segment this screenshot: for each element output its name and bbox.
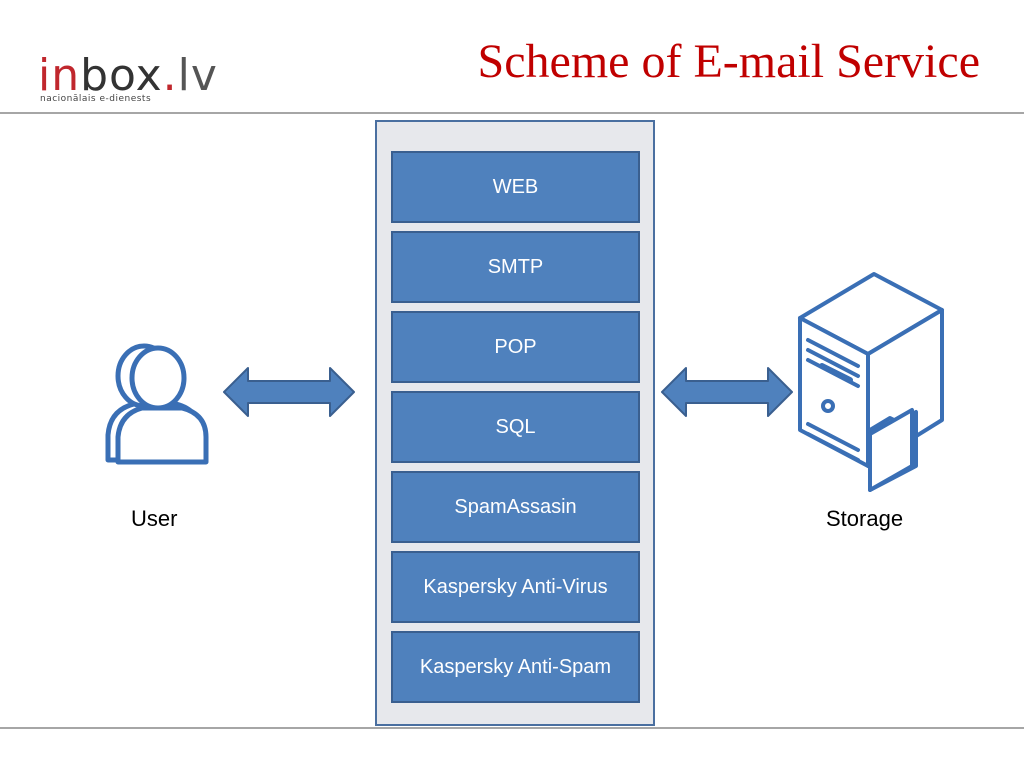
layer-web: WEB bbox=[391, 151, 640, 223]
double-arrow-icon bbox=[661, 367, 793, 417]
layer-kaspersky-anti-spam: Kaspersky Anti-Spam bbox=[391, 631, 640, 703]
layer-pop: POP bbox=[391, 311, 640, 383]
inbox-logo: inbox.lv nacionālais e-dienests bbox=[38, 50, 268, 110]
logo-wordmark: inbox.lv bbox=[38, 50, 218, 101]
double-arrow-icon bbox=[223, 367, 355, 417]
storage-label: Storage bbox=[826, 506, 904, 531]
footer-divider bbox=[0, 727, 1024, 729]
page-title: Scheme of E-mail Service bbox=[477, 35, 980, 88]
layer-sql: SQL bbox=[391, 391, 640, 463]
layer-spamassasin: SpamAssasin bbox=[391, 471, 640, 543]
layer-kaspersky-anti-virus: Kaspersky Anti-Virus bbox=[391, 551, 640, 623]
layer-smtp: SMTP bbox=[391, 231, 640, 303]
user-label: User bbox=[131, 506, 178, 531]
user-icon bbox=[105, 343, 209, 465]
logo-tagline: nacionālais e-dienests bbox=[40, 94, 152, 104]
header-divider bbox=[0, 112, 1024, 114]
server-storage-icon bbox=[798, 272, 944, 492]
